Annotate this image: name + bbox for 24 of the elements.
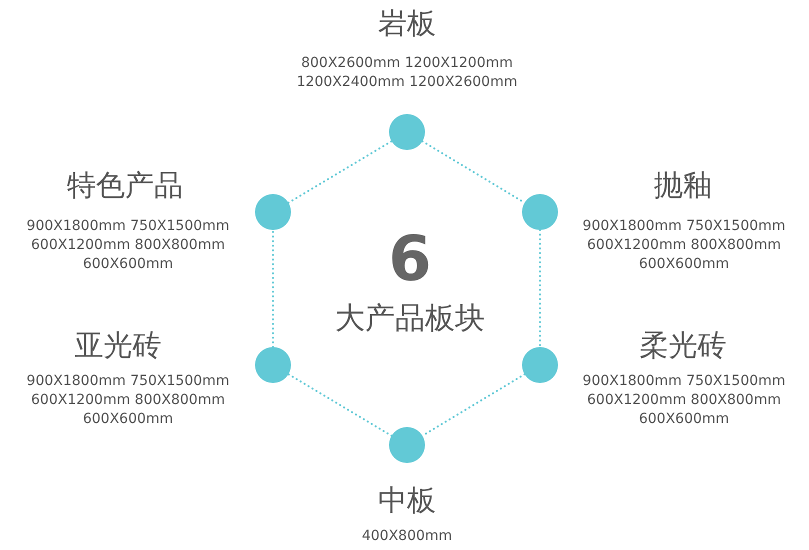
node-circle <box>255 347 291 383</box>
category-heading: 中板 <box>378 485 436 517</box>
node-circle <box>389 427 425 463</box>
category-heading: 特色产品 <box>67 170 183 202</box>
category-heading: 亚光砖 <box>74 330 162 362</box>
node-circle <box>522 347 558 383</box>
node-circle <box>522 194 558 230</box>
size-list: 900X1800mm 750X1500mm 600X1200mm 800X800mm 600X600mm <box>572 372 796 429</box>
size-list: 800X2600mm 1200X1200mm 1200X2400mm 1200X2600mm <box>284 54 530 92</box>
dotted-connector <box>287 140 393 204</box>
node-circle <box>255 194 291 230</box>
center-caption: 大产品板块 <box>335 300 485 338</box>
size-list: 400X800mm <box>294 527 520 546</box>
node-circle <box>389 114 425 150</box>
dotted-connector <box>287 373 393 437</box>
size-list: 900X1800mm 750X1500mm 600X1200mm 800X800mm 600X600mm <box>572 217 796 274</box>
dotted-connector <box>272 229 274 348</box>
category-heading: 柔光砖 <box>640 330 726 362</box>
category-heading: 抛釉 <box>654 170 712 202</box>
category-heading: 岩板 <box>378 8 436 40</box>
size-list: 900X1800mm 750X1500mm 600X1200mm 800X800mm 600X600mm <box>16 372 240 429</box>
big-number: 6 <box>388 222 432 295</box>
dotted-connector <box>539 229 541 348</box>
size-list: 900X1800mm 750X1500mm 600X1200mm 800X800mm 600X600mm <box>16 217 240 274</box>
